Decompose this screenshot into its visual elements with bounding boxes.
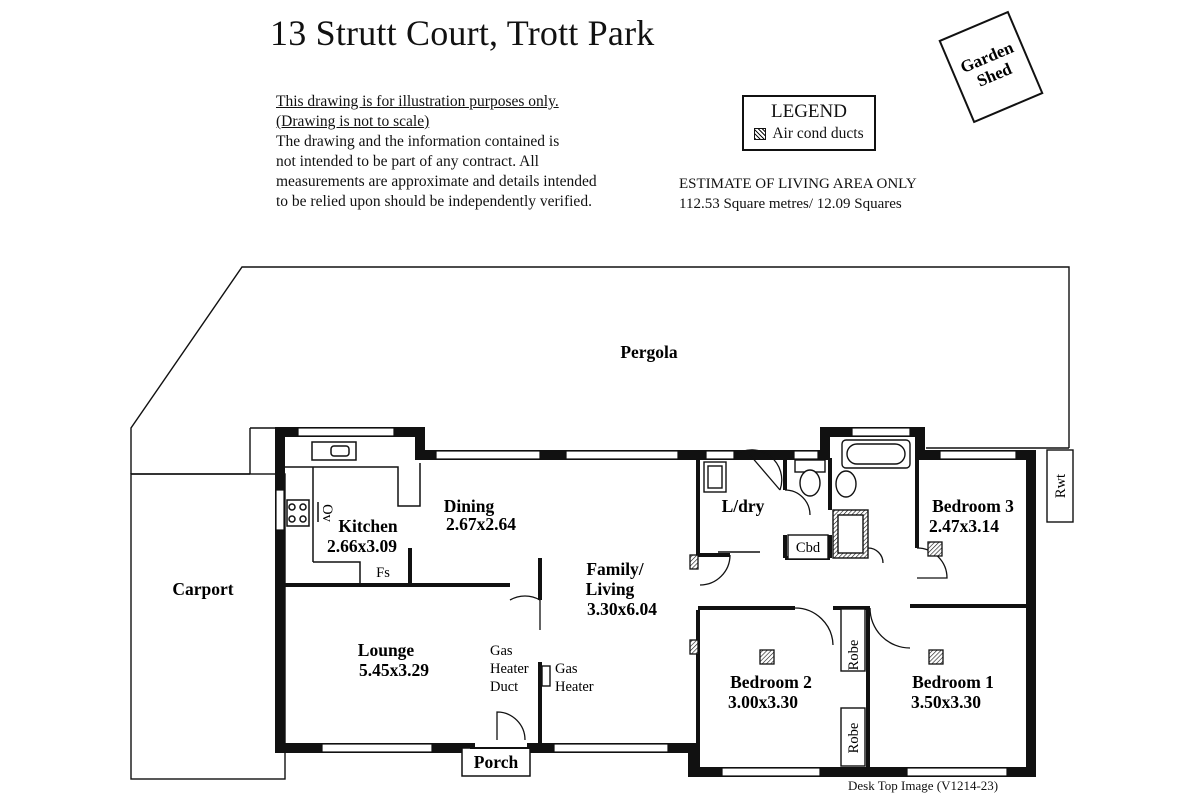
air-duct-icon	[689, 639, 699, 655]
disclaimer-line: The drawing and the information containe…	[276, 133, 560, 150]
air-duct-icon	[927, 541, 943, 557]
pergola-outline	[130, 266, 1070, 474]
living-area-estimate: ESTIMATE OF LIVING AREA ONLY 112.53 Squa…	[679, 174, 917, 214]
disclaimer-line: to be relied upon should be independentl…	[276, 193, 592, 210]
disclaimer-line: This drawing is for illustration purpose…	[276, 93, 559, 110]
robe-label: Robe	[846, 640, 862, 671]
garden-shed: Garden Shed	[938, 10, 1044, 124]
room-name-bedroom2: Bedroom 2	[730, 672, 812, 692]
room-size-kitchen: 2.66x3.09	[327, 536, 397, 556]
plan-title: 13 Strutt Court, Trott Park	[270, 13, 655, 53]
rwt-label: Rwt	[1053, 474, 1069, 498]
carport-outline	[130, 473, 286, 780]
room-size-bedroom1: 3.50x3.30	[911, 692, 981, 712]
air-duct-icon	[928, 649, 944, 665]
gas-heater-label: Heater	[555, 679, 594, 695]
rainwater-tank	[1046, 449, 1074, 523]
legend-item-label: Air cond ducts	[772, 125, 864, 142]
disclaimer-line: measurements are approximate and details…	[276, 173, 597, 190]
room-name-laundry: L/dry	[722, 496, 765, 516]
room-name-lounge: Lounge	[358, 640, 415, 660]
air-duct-markers	[689, 541, 944, 665]
legend-item: Air cond ducts	[744, 125, 874, 143]
disclaimer: This drawing is for illustration purpose…	[276, 92, 656, 212]
wet-area-fixtures	[541, 439, 911, 767]
pergola-label: Pergola	[620, 342, 678, 362]
room-size-bedroom2: 3.00x3.30	[728, 692, 798, 712]
room-name-bedroom1: Bedroom 1	[912, 672, 994, 692]
interior-walls	[283, 458, 1029, 770]
air-duct-icon	[759, 649, 775, 665]
room-name-living: Living	[586, 579, 635, 599]
room-name-kitchen: Kitchen	[338, 516, 398, 536]
carport-label: Carport	[172, 579, 233, 599]
room-name-family: Family/	[586, 559, 644, 579]
fridge-label: Fs	[376, 565, 390, 581]
gas-duct-label: Heater	[490, 661, 529, 677]
room-size-lounge: 5.45x3.29	[359, 660, 429, 680]
room-size-bedroom3: 2.47x3.14	[929, 516, 999, 536]
room-size-dining: 2.67x2.64	[446, 514, 516, 534]
air-duct-icon	[754, 128, 767, 140]
room-size-family: 3.30x6.04	[587, 599, 657, 619]
disclaimer-line: not intended to be part of any contract.…	[276, 153, 539, 170]
estimate-value: 112.53 Square metres/ 12.09 Squares	[679, 196, 902, 212]
oven-label: Ov	[319, 504, 335, 522]
disclaimer-line: (Drawing is not to scale)	[276, 113, 430, 130]
estimate-heading: ESTIMATE OF LIVING AREA ONLY	[679, 176, 917, 192]
gas-heater-label: Gas	[555, 661, 578, 677]
kitchen-bench	[285, 441, 421, 583]
room-name-dining: Dining	[444, 496, 495, 516]
windows	[275, 427, 1017, 777]
room-name-bedroom3: Bedroom 3	[932, 496, 1014, 516]
porch-label: Porch	[474, 752, 519, 772]
legend-box: LEGEND Air cond ducts	[742, 95, 876, 151]
legend-title: LEGEND	[771, 101, 847, 122]
air-duct-icon	[689, 554, 699, 570]
gas-duct-label: Gas	[490, 643, 513, 659]
footer-reference: Desk Top Image (V1214-23)	[848, 778, 999, 793]
robe-label: Robe	[846, 723, 862, 754]
doors	[496, 449, 948, 741]
cupboard-label: Cbd	[796, 540, 821, 556]
gas-duct-label: Duct	[490, 679, 518, 695]
